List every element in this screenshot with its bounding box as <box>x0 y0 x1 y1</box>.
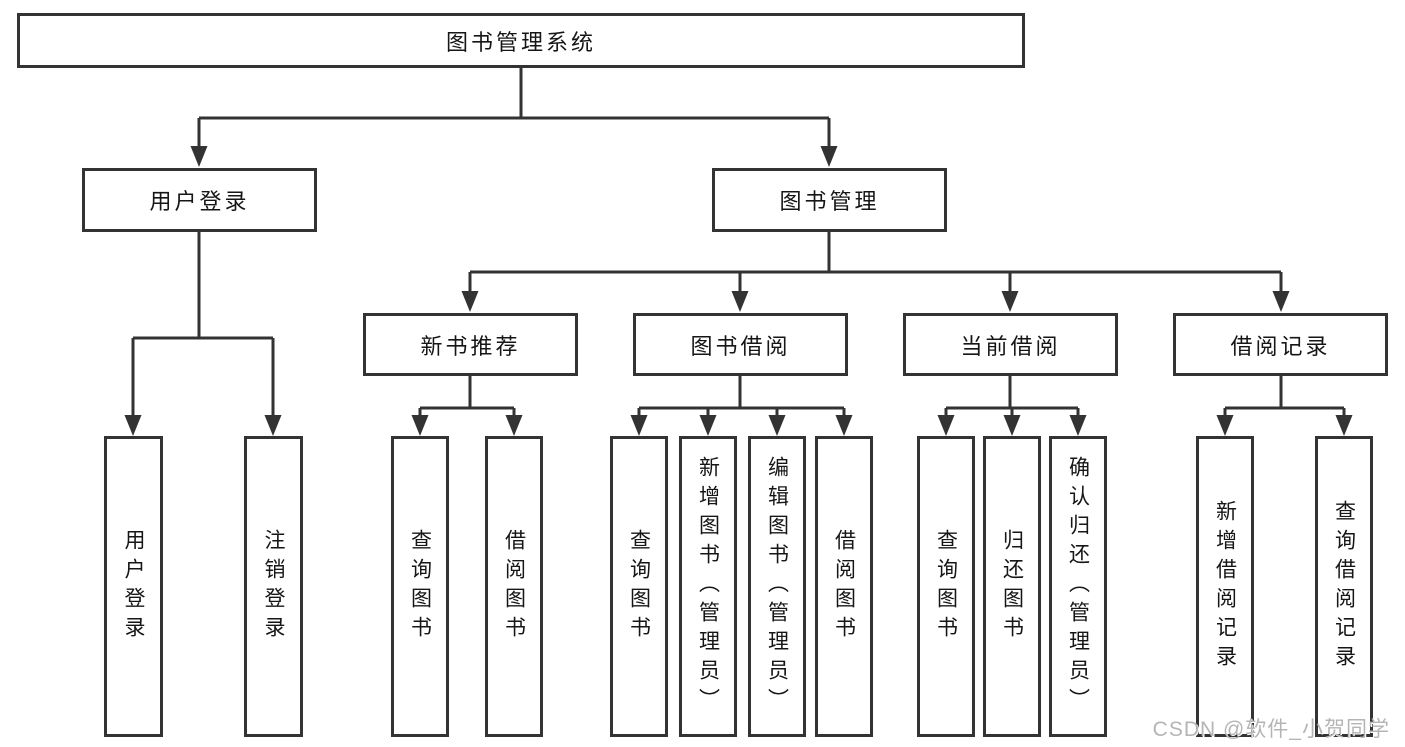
leaf-logout-label: 注销登录 <box>262 528 285 645</box>
node-book-borrowing-label: 图书借阅 <box>690 333 791 359</box>
leaf-edit-book-admin-label: 编辑图书（管理员） <box>765 456 789 717</box>
node-new-book-recommend-label: 新书推荐 <box>420 333 521 359</box>
leaf-borrow-books-borrowing: 借阅图书 <box>815 436 873 737</box>
leaf-query-books-current-label: 查询图书 <box>934 528 958 645</box>
node-book-management: 图书管理 <box>712 168 947 232</box>
leaf-add-book-admin: 新增图书（管理员） <box>679 436 737 737</box>
leaf-logout: 注销登录 <box>244 436 303 737</box>
leaf-confirm-return-admin: 确认归还（管理员） <box>1049 436 1107 737</box>
leaf-return-book-label: 归还图书 <box>1000 528 1024 645</box>
leaf-query-books-current: 查询图书 <box>917 436 975 737</box>
leaf-query-books-borrowing: 查询图书 <box>610 436 668 737</box>
node-book-borrowing: 图书借阅 <box>633 313 848 376</box>
leaf-borrow-books-recommend: 借阅图书 <box>485 436 543 737</box>
leaf-borrow-books-borrowing-label: 借阅图书 <box>832 528 856 645</box>
leaf-user-login: 用户登录 <box>104 436 163 737</box>
node-user-login-label: 用户登录 <box>149 189 250 214</box>
leaf-add-borrow-record: 新增借阅记录 <box>1196 436 1254 737</box>
leaf-borrow-books-recommend-label: 借阅图书 <box>502 528 526 645</box>
node-borrow-records-label: 借阅记录 <box>1230 333 1331 359</box>
leaf-user-login-label: 用户登录 <box>122 528 145 645</box>
watermark: CSDN @软件_小贺同学 <box>1152 718 1390 741</box>
node-new-book-recommend: 新书推荐 <box>363 313 578 376</box>
leaf-add-book-admin-label: 新增图书（管理员） <box>696 456 720 717</box>
leaf-return-book: 归还图书 <box>983 436 1041 737</box>
leaf-query-books-recommend-label: 查询图书 <box>408 528 432 645</box>
leaf-query-borrow-record: 查询借阅记录 <box>1315 436 1373 737</box>
leaf-query-books-recommend: 查询图书 <box>391 436 449 737</box>
node-root-system-label: 图书管理系统 <box>445 29 596 55</box>
node-user-login: 用户登录 <box>82 168 317 232</box>
node-root-system: 图书管理系统 <box>17 13 1025 68</box>
leaf-query-borrow-record-label: 查询借阅记录 <box>1332 499 1356 674</box>
node-book-management-label: 图书管理 <box>779 189 880 214</box>
node-current-borrowing-label: 当前借阅 <box>960 333 1061 359</box>
connector-elbows <box>131 68 1346 430</box>
node-current-borrowing: 当前借阅 <box>903 313 1118 376</box>
arrow-down-icons <box>124 146 1353 436</box>
leaf-query-books-borrowing-label: 查询图书 <box>627 528 651 645</box>
leaf-confirm-return-admin-label: 确认归还（管理员） <box>1066 456 1090 717</box>
leaf-edit-book-admin: 编辑图书（管理员） <box>748 436 806 737</box>
leaf-add-borrow-record-label: 新增借阅记录 <box>1213 499 1237 674</box>
node-borrow-records: 借阅记录 <box>1173 313 1388 376</box>
